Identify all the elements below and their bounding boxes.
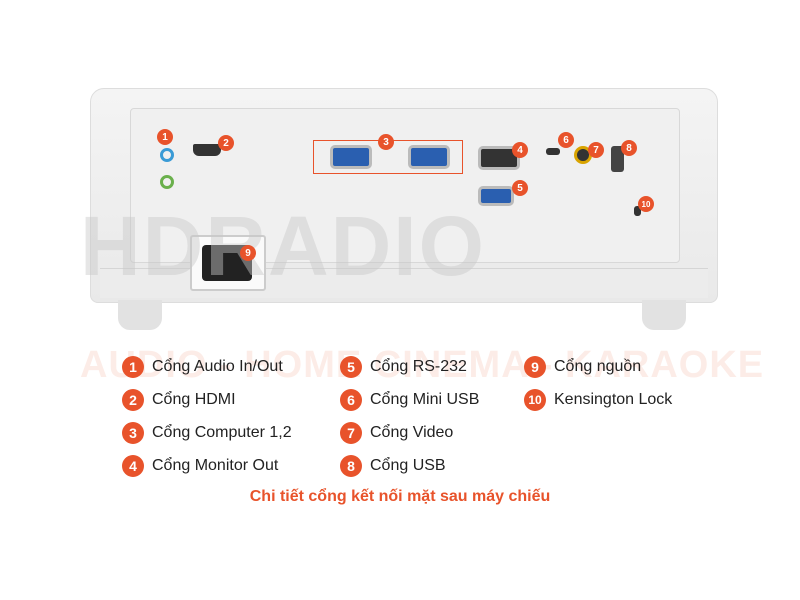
marker-3: 3 [378, 134, 394, 150]
watermark-logo: HDRADIO [80, 199, 486, 293]
legend-number: 3 [122, 422, 144, 444]
legend-item: 10 Kensington Lock [524, 389, 672, 411]
legend-item: 7 Cổng Video [340, 422, 453, 444]
legend-number: 9 [524, 356, 546, 378]
legend-label: Cổng USB [370, 457, 446, 474]
legend-number: 7 [340, 422, 362, 444]
audio-out-port [160, 175, 174, 189]
legend-item: 9 Cổng nguồn [524, 356, 641, 378]
legend-item: 4 Cổng Monitor Out [122, 455, 278, 477]
legend-label: Cổng RS-232 [370, 358, 467, 375]
legend-label: Cổng Computer 1,2 [152, 424, 292, 441]
watermark-tagline: AUDIO - HOME CINEMA - KARAOKE [80, 344, 765, 386]
mini-usb-port [546, 148, 560, 155]
legend-label: Cổng HDMI [152, 391, 236, 408]
caption: Chi tiết cổng kết nối mặt sau máy chiếu [249, 488, 551, 505]
legend-label: Cổng Monitor Out [152, 457, 279, 474]
audio-in-port [160, 148, 174, 162]
marker-1: 1 [157, 129, 173, 145]
legend-number: 2 [122, 389, 144, 411]
legend-number: 8 [340, 455, 362, 477]
computer-2-port [408, 145, 450, 169]
marker-5: 5 [512, 180, 528, 196]
legend-label: Cổng Video [370, 424, 454, 441]
legend-label: Kensington Lock [554, 391, 673, 408]
marker-4: 4 [512, 142, 528, 158]
legend-label: Cổng Audio In/Out [152, 358, 283, 375]
legend-item: 6 Cổng Mini USB [340, 389, 479, 411]
legend-item: 1 Cổng Audio In/Out [122, 356, 283, 378]
legend-item: 8 Cổng USB [340, 455, 446, 477]
rs232-port [478, 186, 514, 206]
marker-7: 7 [588, 142, 604, 158]
marker-2: 2 [218, 135, 234, 151]
marker-6: 6 [558, 132, 574, 148]
marker-9: 9 [240, 245, 256, 261]
marker-8: 8 [621, 140, 637, 156]
usb-port [611, 146, 624, 172]
projector-foot-left [118, 300, 162, 330]
legend-number: 1 [122, 356, 144, 378]
legend-label: Cổng Mini USB [370, 391, 480, 408]
computer-1-port [330, 145, 372, 169]
legend-number: 6 [340, 389, 362, 411]
legend-number: 4 [122, 455, 144, 477]
hdmi-port [193, 144, 221, 156]
legend-number: 5 [340, 356, 362, 378]
projector-foot-right [642, 300, 686, 330]
legend-number: 10 [524, 389, 546, 411]
legend-item: 5 Cổng RS-232 [340, 356, 467, 378]
legend-item: 2 Cổng HDMI [122, 389, 236, 411]
legend-item: 3 Cổng Computer 1,2 [122, 422, 292, 444]
legend-label: Cổng nguồn [554, 358, 642, 375]
kensington-slot [634, 206, 641, 216]
marker-10: 10 [638, 196, 654, 212]
